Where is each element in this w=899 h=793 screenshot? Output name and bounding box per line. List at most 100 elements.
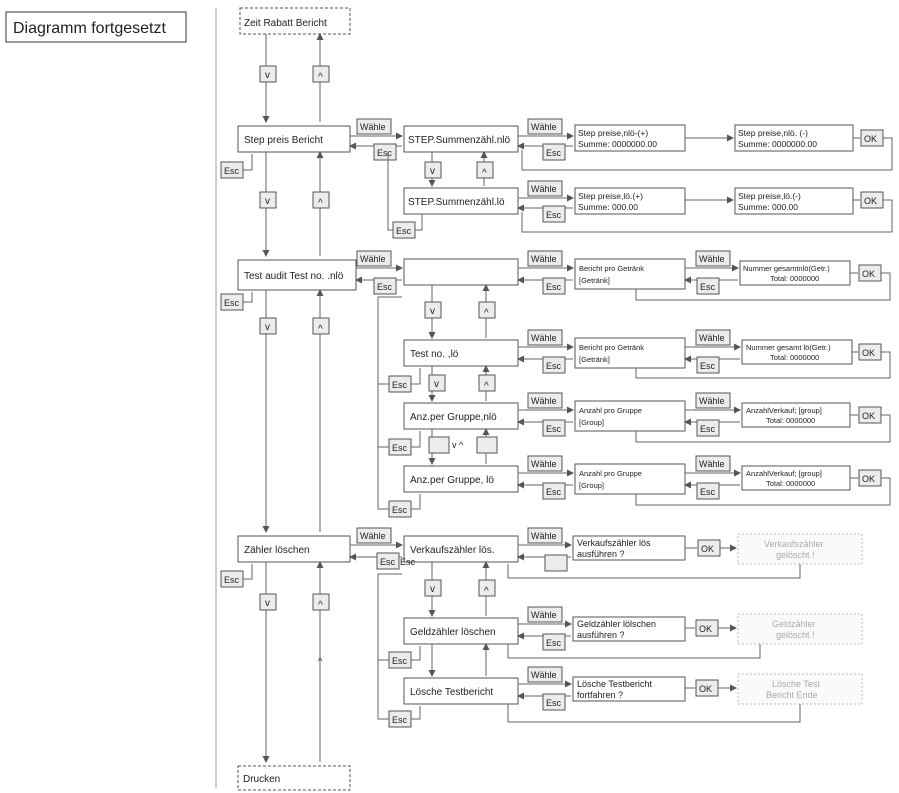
escape-key[interactable]: Esc	[220, 161, 244, 179]
svg-text:Esc: Esc	[392, 380, 408, 390]
test-cleared-box: Lösche Test Bericht Ende	[737, 673, 863, 705]
escape-key[interactable]: Esc	[388, 651, 412, 669]
escape-key[interactable]: Esc	[373, 143, 397, 161]
ok-key[interactable]: OK	[858, 469, 882, 487]
down-key[interactable]: v	[259, 317, 277, 335]
step-lo-negative: Step preise,lö.(-) Summe: 000.00	[734, 187, 854, 215]
step-nlo-negative: Step preise,nlö. (-) Summe: 0000000.00	[734, 124, 854, 152]
up-key[interactable]: ^	[312, 65, 330, 83]
down-key[interactable]: v	[424, 161, 442, 179]
ok-key[interactable]: OK	[695, 619, 719, 637]
escape-key[interactable]: Esc	[388, 710, 412, 728]
svg-text:^: ^	[484, 308, 489, 319]
select-key[interactable]: Wähle	[695, 329, 731, 346]
up-key[interactable]: ^	[476, 161, 494, 179]
svg-text:Test no. ,lö: Test no. ,lö	[410, 349, 459, 360]
select-key[interactable]: Wähle	[527, 392, 563, 409]
svg-text:Esc: Esc	[546, 148, 562, 158]
escape-key[interactable]: Esc	[696, 419, 720, 437]
group-report-1: Anzahl pro Gruppe [Group]	[574, 400, 686, 432]
svg-text:STEP.Summenzähl.nlö: STEP.Summenzähl.nlö	[408, 135, 511, 146]
diagram-title: Diagramm fortgesetzt	[5, 11, 187, 43]
select-key[interactable]: Wähle	[527, 606, 563, 623]
clear-counters-box: Zähler löschen	[237, 535, 351, 563]
up-key[interactable]	[476, 436, 498, 454]
svg-text:Lösche Testbericht: Lösche Testbericht	[410, 687, 493, 698]
escape-key[interactable]: Esc	[542, 633, 566, 651]
up-key[interactable]: ^	[478, 579, 496, 597]
select-key[interactable]: Wähle	[527, 250, 563, 267]
escape-key[interactable]: Esc	[373, 277, 397, 295]
escape-key[interactable]: Esc	[542, 277, 566, 295]
group-total-2: AnzahlVerkauf; [group] Total: 0000000	[741, 465, 851, 491]
svg-text:OK: OK	[864, 196, 877, 206]
escape-key[interactable]: Esc	[542, 356, 566, 374]
up-key[interactable]: ^	[312, 191, 330, 209]
down-key[interactable]: v	[424, 301, 442, 319]
select-key[interactable]: Wähle	[356, 118, 392, 135]
svg-text:Geldzähler löschen: Geldzähler löschen	[410, 627, 496, 638]
up-key[interactable]: ^	[478, 374, 496, 392]
svg-text:gelöscht !: gelöscht !	[776, 630, 815, 640]
ok-key[interactable]: OK	[860, 129, 884, 147]
select-key[interactable]: Wähle	[527, 329, 563, 346]
select-key[interactable]: Wähle	[527, 180, 563, 197]
blank-key[interactable]	[544, 554, 568, 572]
escape-key[interactable]: Esc	[696, 482, 720, 500]
select-key[interactable]: Wähle	[695, 250, 731, 267]
svg-text:Total: 0000000: Total: 0000000	[766, 416, 815, 425]
select-key[interactable]: Wähle	[527, 527, 563, 544]
down-key[interactable]: v	[428, 374, 446, 392]
escape-key[interactable]: Esc	[542, 143, 566, 161]
escape-key[interactable]: Esc	[388, 375, 412, 393]
select-key[interactable]: Wähle	[356, 527, 392, 544]
down-key[interactable]	[428, 436, 450, 454]
escape-key[interactable]: Esc	[542, 482, 566, 500]
escape-key[interactable]: Esc	[392, 221, 416, 239]
escape-key[interactable]: Esc	[376, 552, 400, 570]
svg-text:Wähle: Wähle	[699, 333, 725, 343]
drink-total-1: Nummer gesamtnlö(Getr.) Total: 0000000	[739, 260, 851, 286]
clear-money-item: Geldzähler löschen	[403, 617, 519, 645]
svg-text:Step preise,lö.(+): Step preise,lö.(+)	[578, 191, 643, 201]
select-key[interactable]: Wähle	[527, 118, 563, 135]
select-key[interactable]: Wähle	[695, 392, 731, 409]
ok-key[interactable]: OK	[697, 539, 721, 557]
ok-key[interactable]: OK	[858, 264, 882, 282]
test-audit-box: Test audit Test no. .nlö	[237, 259, 357, 291]
down-key[interactable]: v	[259, 593, 277, 611]
svg-text:v: v	[430, 166, 435, 177]
svg-text:Wähle: Wähle	[360, 531, 386, 541]
svg-text:OK: OK	[862, 269, 875, 279]
escape-key[interactable]: Esc	[696, 277, 720, 295]
select-key[interactable]: Wähle	[356, 250, 392, 267]
down-key[interactable]: v	[424, 579, 442, 597]
up-key[interactable]: ^	[478, 301, 496, 319]
select-key[interactable]: Wähle	[527, 455, 563, 472]
select-key[interactable]: Wähle	[527, 666, 563, 683]
select-key[interactable]: Wähle	[695, 455, 731, 472]
down-key[interactable]: v	[259, 65, 277, 83]
svg-text:Esc: Esc	[224, 166, 240, 176]
escape-key[interactable]: Esc	[542, 419, 566, 437]
escape-key[interactable]: Esc	[220, 570, 244, 588]
ok-key[interactable]: OK	[858, 406, 882, 424]
svg-text:v: v	[430, 306, 435, 317]
ok-key[interactable]: OK	[858, 343, 882, 361]
ok-key[interactable]: OK	[695, 679, 719, 697]
svg-text:Verkaufszähler lös.: Verkaufszähler lös.	[410, 545, 495, 556]
escape-key[interactable]: Esc	[542, 693, 566, 711]
escape-key[interactable]: Esc	[388, 438, 412, 456]
svg-text:Wähle: Wähle	[699, 459, 725, 469]
escape-key[interactable]: Esc	[220, 293, 244, 311]
escape-key[interactable]: Esc	[696, 356, 720, 374]
up-key[interactable]: ^	[312, 317, 330, 335]
svg-text:Esc: Esc	[392, 505, 408, 515]
down-key[interactable]: v	[259, 191, 277, 209]
escape-key[interactable]: Esc	[542, 205, 566, 223]
svg-text:Wähle: Wähle	[531, 122, 557, 132]
svg-text:Summe: 000.00: Summe: 000.00	[738, 202, 798, 212]
ok-key[interactable]: OK	[860, 191, 884, 209]
escape-key[interactable]: Esc	[388, 500, 412, 518]
up-key[interactable]: ^	[312, 593, 330, 611]
